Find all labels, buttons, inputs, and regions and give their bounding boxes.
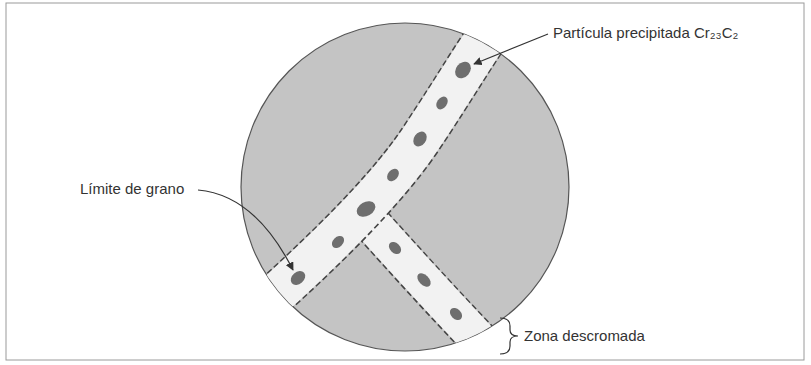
leader-line [198,190,293,270]
zone-label: Zona descromada [524,327,645,345]
precipitate-particles [223,59,492,351]
leader-line [474,34,548,64]
grain-boundaries [200,10,505,362]
brace [500,318,518,354]
particle-label: Partícula precipitada Cr₂₃C₂ [553,24,738,42]
frame [6,3,804,360]
grain-boundary-label: Límite de grano [80,180,184,198]
